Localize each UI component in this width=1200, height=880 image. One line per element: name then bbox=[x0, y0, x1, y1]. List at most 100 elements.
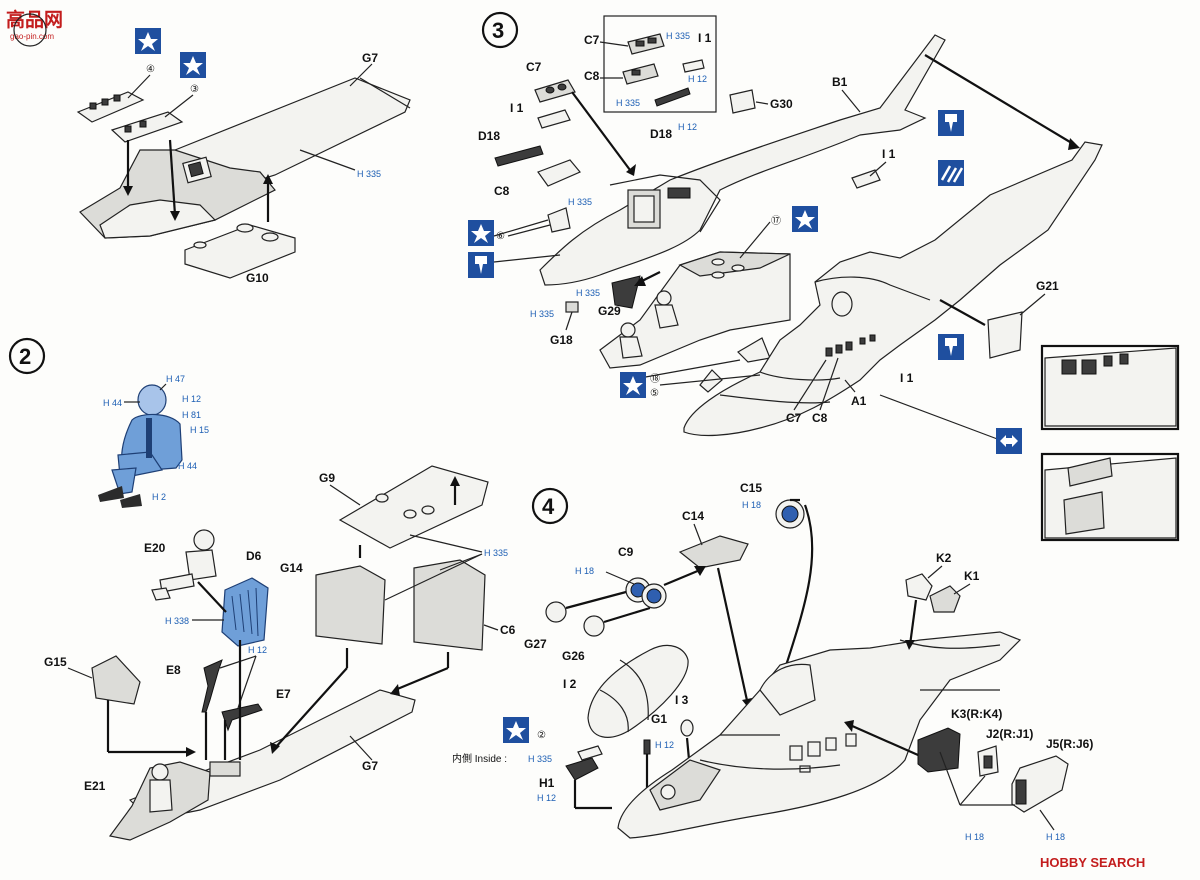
part-i3 bbox=[680, 719, 694, 737]
label-j2: J2(R:J1) bbox=[986, 727, 1033, 741]
part-e8 bbox=[201, 659, 223, 713]
part-h1 bbox=[565, 757, 599, 781]
paint-code: H 338 bbox=[165, 616, 189, 626]
label-g10: G10 bbox=[246, 271, 269, 285]
label-c7-inset: C7 bbox=[584, 33, 600, 47]
step-3-group: 3 C7 I 1 C8 H 335 H 12 H 335 D18 H 12 C7… bbox=[468, 11, 1180, 542]
star-icon bbox=[468, 220, 494, 246]
part-c15-intake bbox=[775, 499, 805, 529]
label-j5: J5(R:J6) bbox=[1046, 737, 1093, 751]
marker-3: ③ bbox=[190, 84, 199, 95]
label-b1: B1 bbox=[832, 75, 848, 89]
part-panel-3 bbox=[110, 111, 184, 143]
step-2-number: 2 bbox=[19, 344, 31, 369]
label-g18: G18 bbox=[550, 333, 573, 347]
hobby-search-logo: HOBBY SEARCH bbox=[1040, 855, 1145, 870]
part-g26 bbox=[583, 615, 605, 637]
label-k1: K1 bbox=[964, 569, 980, 583]
paint-code: H 12 bbox=[248, 645, 267, 655]
part-g18 bbox=[565, 301, 579, 313]
part-g14 bbox=[315, 565, 386, 645]
star-icon bbox=[135, 28, 161, 54]
paint-code: H 18 bbox=[965, 832, 984, 842]
label-g26: G26 bbox=[562, 649, 585, 663]
paint-code: H 18 bbox=[575, 566, 594, 576]
label-g30: G30 bbox=[770, 97, 793, 111]
marker-2: ② bbox=[537, 730, 546, 741]
part-d18-inset bbox=[654, 87, 691, 107]
part-c7 bbox=[534, 79, 576, 103]
label-g9: G9 bbox=[319, 471, 335, 485]
paint-code: H 12 bbox=[537, 793, 556, 803]
part-i2-canopy bbox=[587, 645, 689, 738]
paint-code: H 12 bbox=[655, 740, 674, 750]
label-g29: G29 bbox=[598, 304, 621, 318]
part-cockpit-insert bbox=[599, 251, 791, 369]
part-c14 bbox=[678, 535, 749, 569]
star-icon bbox=[503, 717, 529, 743]
label-e8: E8 bbox=[166, 663, 181, 677]
drill-hole-icon bbox=[938, 334, 964, 360]
part-a1-fuselage bbox=[683, 141, 1103, 437]
paint-code: H 12 bbox=[182, 394, 201, 404]
site-logo-text: 高品网 bbox=[6, 8, 63, 31]
marker-4: ④ bbox=[146, 64, 155, 75]
step-4-group: 4 C15 H 18 C14 C9 H 18 G27 G26 I 2 bbox=[452, 481, 1093, 842]
step-3-number: 3 bbox=[492, 18, 504, 43]
step-2-group: 2 H 47 H 44 H 12 H 81 H 15 H 44 H 2 E20 bbox=[8, 337, 516, 841]
label-g21: G21 bbox=[1036, 279, 1059, 293]
star-icon bbox=[180, 52, 206, 78]
drill-hole-icon bbox=[468, 252, 494, 278]
label-g1: G1 bbox=[651, 712, 667, 726]
part-g10 bbox=[184, 224, 296, 279]
marker-5: ⑤ bbox=[650, 388, 659, 399]
pilot-figure-painted bbox=[98, 384, 183, 508]
label-c8-inset: C8 bbox=[584, 69, 600, 83]
part-panel-6 bbox=[547, 207, 571, 233]
label-c8: C8 bbox=[494, 184, 510, 198]
part-g1 bbox=[643, 739, 651, 755]
part-k3 bbox=[917, 727, 961, 773]
label-a1: A1 bbox=[851, 394, 867, 408]
decal-stripe-icon bbox=[938, 160, 964, 186]
hobby-search-text: HOBBY SEARCH bbox=[1040, 855, 1145, 870]
part-g15 bbox=[91, 655, 141, 705]
label-i1-lower: I 1 bbox=[900, 371, 914, 385]
label-c8-lower: C8 bbox=[812, 411, 828, 425]
marker-17: ⑰ bbox=[771, 215, 781, 227]
step-1-group: ④ ③ G7 G10 H 335 bbox=[76, 28, 411, 285]
label-c7: C7 bbox=[526, 60, 542, 74]
label-k2: K2 bbox=[936, 551, 952, 565]
paint-code: H 81 bbox=[182, 410, 201, 420]
paint-code: H 18 bbox=[1046, 832, 1065, 842]
paint-code: H 47 bbox=[166, 374, 185, 384]
paint-code: H 335 bbox=[576, 288, 600, 298]
part-g30 bbox=[729, 89, 756, 114]
label-i1-right: I 1 bbox=[882, 147, 896, 161]
part-i1 bbox=[537, 109, 571, 129]
paint-code: H 2 bbox=[152, 492, 166, 502]
part-c7-inset bbox=[627, 33, 665, 55]
pilot-figure-e20 bbox=[151, 529, 217, 601]
part-e7 bbox=[221, 703, 263, 732]
part-panel-4 bbox=[76, 91, 145, 123]
drill-hole-icon bbox=[938, 110, 964, 136]
paint-code: H 335 bbox=[357, 169, 381, 179]
label-g14: G14 bbox=[280, 561, 303, 575]
label-g7-top: G7 bbox=[362, 51, 378, 65]
label-d6: D6 bbox=[246, 549, 262, 563]
detail-box-lower bbox=[1040, 452, 1180, 542]
label-c7-lower: C7 bbox=[786, 411, 802, 425]
paint-code: H 18 bbox=[742, 500, 761, 510]
paint-code: H 335 bbox=[484, 548, 508, 558]
part-g21 bbox=[987, 311, 1023, 359]
paint-code: H 12 bbox=[688, 74, 707, 84]
detail-inset-box bbox=[603, 15, 717, 113]
part-g29 bbox=[611, 275, 641, 309]
label-e21: E21 bbox=[84, 779, 106, 793]
part-g9 bbox=[338, 465, 489, 549]
label-g15: G15 bbox=[44, 655, 67, 669]
label-c6: C6 bbox=[500, 623, 516, 637]
